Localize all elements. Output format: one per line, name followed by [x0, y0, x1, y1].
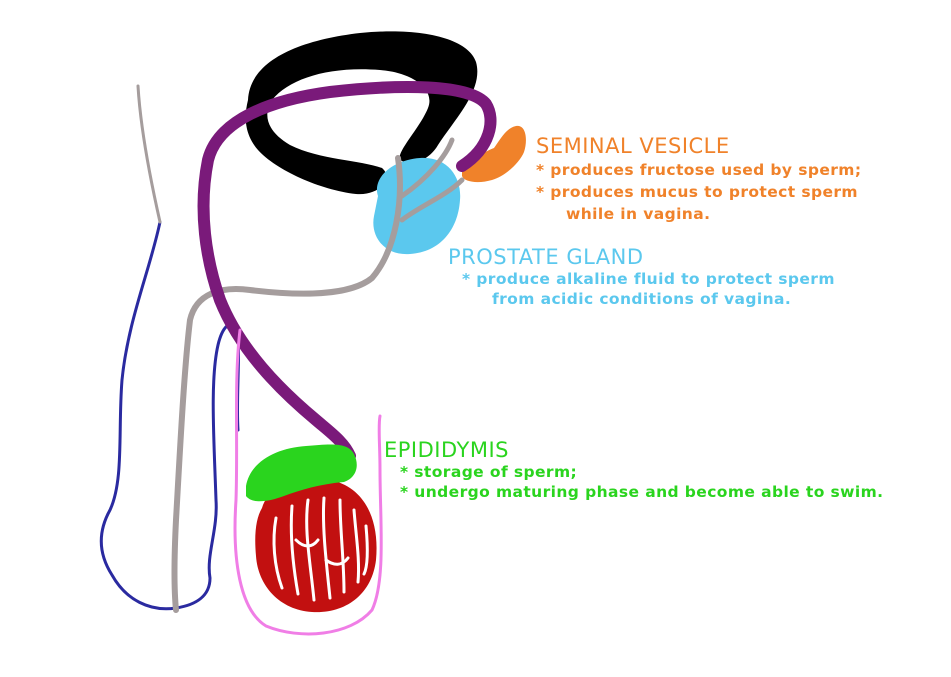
bladder-shape [245, 31, 478, 195]
seminal-vesicle-title: SEMINAL VESICLE [536, 134, 730, 158]
prostate-gland-title: PROSTATE GLAND [448, 245, 644, 269]
scrotum-outline [233, 328, 383, 636]
seminal-vesicle-point-2-cont: while in vagina. [566, 205, 711, 223]
ejaculatory-duct [399, 137, 465, 223]
abdominal-outline [136, 84, 162, 224]
seminal-vesicle-label: SEMINAL VESICLE * produces fructose used… [536, 134, 861, 224]
epididymis-point-1: * storage of sperm; [400, 463, 578, 481]
prostate-gland-point-1: * produce alkaline fluid to protect sper… [462, 270, 835, 288]
penis-outline [99, 220, 241, 611]
testis-shape [255, 478, 377, 613]
epididymis-label: EPIDIDYMIS * storage of sperm; * undergo… [384, 438, 883, 502]
seminal-vesicle-shape [462, 125, 526, 183]
prostate-gland-label: PROSTATE GLAND * produce alkaline fluid … [448, 245, 835, 309]
urethra-tube [171, 155, 403, 613]
epididymis-point-2: * undergo maturing phase and become able… [400, 483, 884, 501]
seminiferous-tubules [272, 496, 369, 602]
prostate-gland-shape [373, 157, 461, 255]
epididymis-shape [246, 444, 357, 502]
seminal-vesicle-point-1: * produces fructose used by sperm; [536, 161, 862, 179]
epididymis-title: EPIDIDYMIS [384, 438, 509, 462]
prostate-gland-point-1-cont: from acidic conditions of vagina. [492, 290, 792, 308]
seminal-vesicle-point-2: * produces mucus to protect sperm [536, 183, 858, 201]
vas-deferens-tube [197, 81, 497, 462]
